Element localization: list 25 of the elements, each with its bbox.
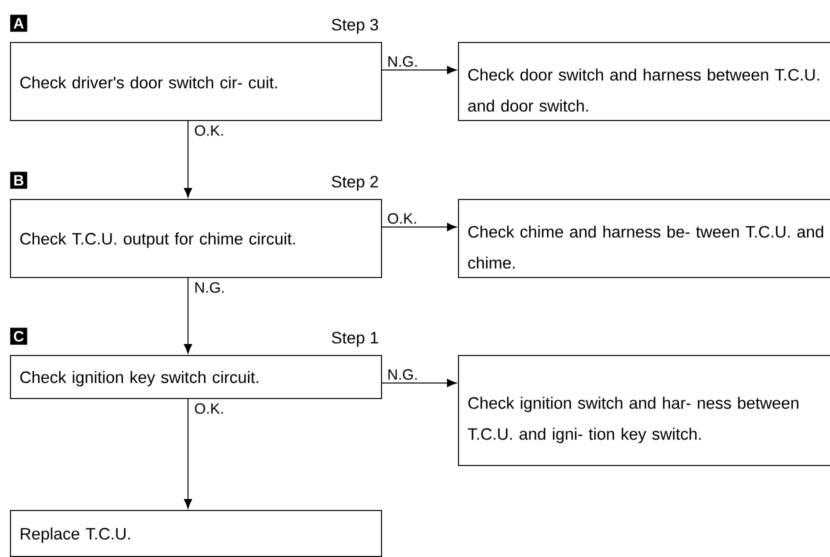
edge-label: N.G.	[388, 369, 417, 380]
action-box: Check chime and harness be- tween T.C.U. and chime.	[458, 199, 830, 278]
letter-badge: B	[10, 172, 28, 189]
letter-badge: A	[10, 14, 28, 32]
step-box: Check ignition key switch circuit.	[10, 355, 382, 399]
arrow	[382, 66, 457, 74]
action-box: Check door switch and harness between T.C.U. and door switch.	[458, 42, 830, 121]
step-label: Step 1	[332, 332, 378, 347]
step-label: Step 3	[332, 18, 378, 34]
step-box: Check driver's door switch cir- cuit.	[10, 42, 382, 121]
edge-label: N.G.	[195, 282, 224, 293]
step-label: Step 2	[332, 176, 378, 191]
edge-label: O.K.	[194, 403, 223, 414]
edge-label: O.K.	[388, 213, 416, 224]
arrow	[184, 278, 192, 354]
edge-label: N.G.	[388, 56, 417, 67]
arrow	[184, 398, 192, 509]
arrow	[184, 120, 192, 198]
action-box: Check ignition switch and har- ness between T.C.U. and igni- tion key switch.	[458, 355, 830, 466]
edge-label: O.K.	[194, 125, 223, 136]
action-box: Replace T.C.U.	[10, 510, 382, 557]
step-box: Check T.C.U. output for chime circuit.	[10, 199, 382, 278]
arrow	[382, 378, 457, 388]
arrow	[382, 222, 457, 232]
letter-badge: C	[10, 328, 28, 345]
